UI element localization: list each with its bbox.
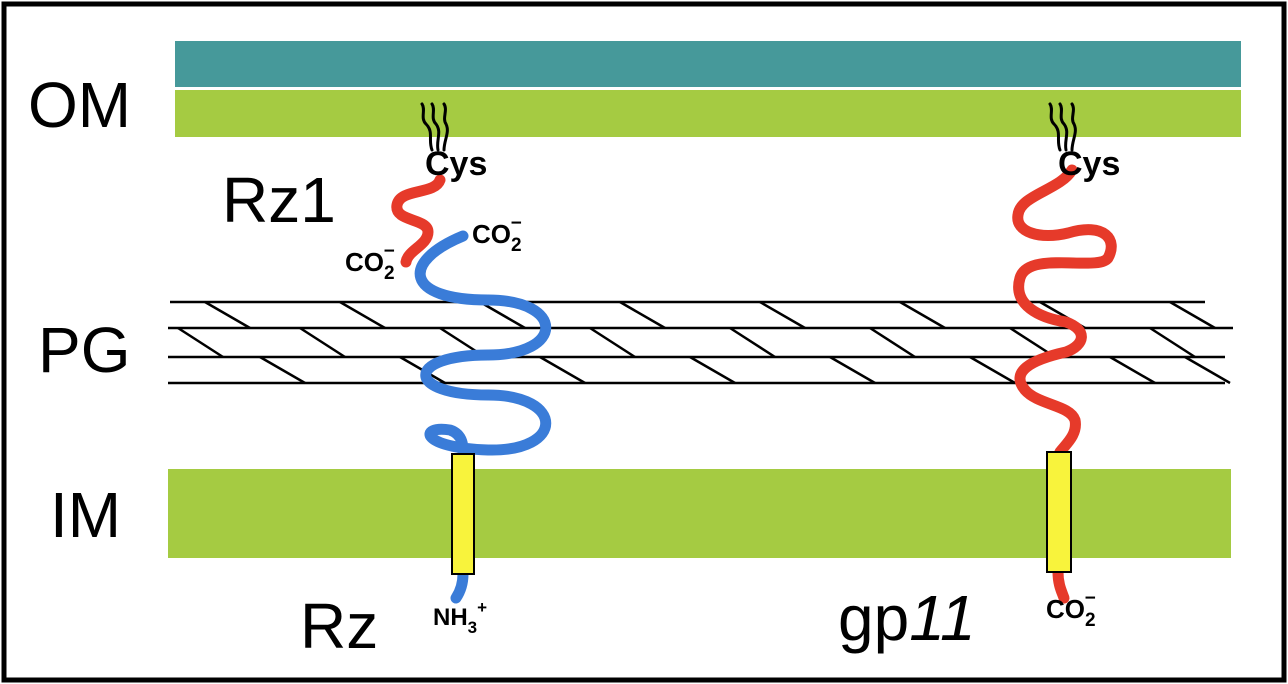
gp11-terminus-sub: 2 — [1085, 610, 1096, 631]
pg-crosslink — [899, 300, 946, 330]
pg-crosslink — [259, 355, 306, 385]
pg-crosslink — [589, 326, 636, 359]
rz-chain — [414, 230, 551, 462]
rz1-terminus-base: CO — [345, 247, 384, 277]
gp11-terminus-label: CO2− — [1046, 588, 1096, 631]
gp11-cys-label: Cys — [1058, 145, 1120, 183]
rz-bottom-terminus-sub: 3 — [468, 618, 477, 637]
rz-tail — [450, 568, 469, 604]
gp11-transmembrane-domain — [1046, 451, 1072, 573]
protein-label-rz: Rz — [300, 590, 378, 662]
pg-crosslink — [204, 300, 251, 330]
rz1-chain — [391, 174, 446, 268]
pg-crosslink — [339, 300, 386, 330]
lipid-tail-icon — [1048, 102, 1077, 152]
pg-crosslink — [1149, 326, 1196, 359]
pg-crosslink — [829, 355, 876, 385]
pg-crosslink — [539, 355, 586, 385]
gp11-label-prefix: gp — [838, 582, 909, 654]
rz-top-terminus-base: CO — [472, 219, 511, 249]
pg-crosslink — [479, 300, 526, 330]
pg-crosslink — [969, 355, 1016, 385]
layer-label-pg: PG — [38, 314, 130, 386]
rz1-terminus-label: CO2− — [345, 241, 395, 284]
pg-crosslink — [299, 326, 346, 359]
rz-bottom-terminus-label: NH3+ — [433, 598, 487, 637]
gp11-terminus-base: CO — [1046, 594, 1085, 624]
pg-crosslink — [689, 355, 736, 385]
rz-transmembrane-domain — [451, 453, 475, 575]
gp11-tail — [1052, 566, 1070, 604]
rz1-cys-label: Cys — [425, 145, 487, 183]
pg-crosslink — [1184, 355, 1231, 385]
rz-top-terminus-sup: − — [511, 213, 522, 234]
gp11-chain — [1012, 164, 1117, 458]
rz-top-terminus-sub: 2 — [511, 235, 522, 256]
pg-crosslink — [1109, 355, 1156, 385]
rz1-terminus-sup: − — [384, 241, 395, 262]
protein-label-rz1: Rz1 — [222, 164, 336, 236]
layer-label-om: OM — [28, 69, 131, 141]
pg-crosslink — [619, 300, 666, 330]
protein-label-gp11: gp11 — [838, 582, 976, 654]
gp11-label-number: 11 — [909, 582, 975, 654]
pg-crosslink — [1169, 300, 1216, 330]
outer-membrane-bottom-layer — [175, 90, 1241, 137]
rz-bottom-terminus-base: NH — [433, 604, 468, 631]
lipid-tail-icon — [420, 102, 449, 152]
layer-label-im: IM — [50, 479, 121, 551]
pg-crosslink — [869, 326, 916, 359]
pg-crosslink — [759, 300, 806, 330]
rz1-terminus-sub: 2 — [384, 263, 395, 284]
outer-membrane-top-layer — [175, 41, 1241, 87]
pg-crosslink — [177, 326, 224, 359]
pg-crosslink — [729, 326, 776, 359]
rz-bottom-terminus-sup: + — [477, 598, 487, 617]
gp11-terminus-sup: − — [1085, 588, 1096, 609]
rz-top-terminus-label: CO2− — [472, 213, 522, 256]
